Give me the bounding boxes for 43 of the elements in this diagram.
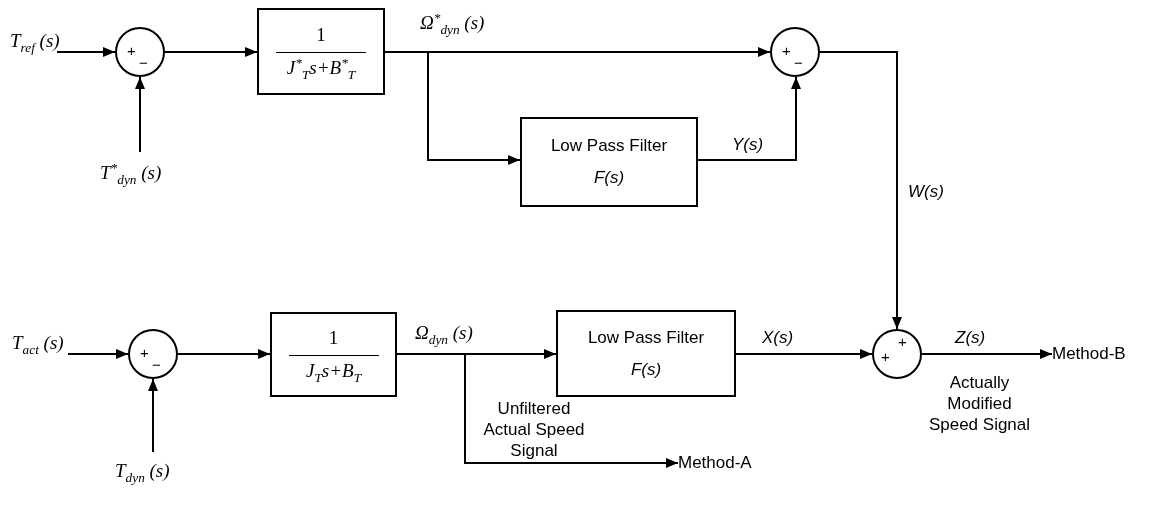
sign-symbol: + <box>898 334 907 349</box>
filter-block <box>556 310 736 397</box>
sign-symbol: − <box>794 55 803 70</box>
output-label: Method-A <box>678 451 768 475</box>
block-title: Low Pass Filter <box>587 327 705 348</box>
summing-junction <box>872 329 922 379</box>
signal-arrow <box>735 349 873 359</box>
sign-symbol: + <box>782 43 791 58</box>
edge-label: Y(s) <box>732 135 764 155</box>
sign-symbol: − <box>152 357 161 372</box>
signal-arrow <box>384 51 521 165</box>
transfer-function-block <box>270 312 397 397</box>
signal-label: T$_{act}$ (s) <box>12 324 102 354</box>
filter-block <box>520 117 698 207</box>
signal-arrow <box>148 378 158 453</box>
transfer-function-block <box>257 8 385 95</box>
summing-junction <box>128 329 178 379</box>
summing-junction <box>770 27 820 77</box>
sign-symbol: + <box>881 349 890 364</box>
numerator: 1 <box>316 23 326 46</box>
denominator: J$_{T}$s+B$_{T}$ <box>305 360 362 383</box>
signal-arrow <box>921 349 1053 359</box>
signal-arrow <box>135 76 145 153</box>
numerator: 1 <box>328 326 339 349</box>
summing-junction <box>115 27 165 77</box>
transfer-function: F(s) <box>630 359 662 380</box>
signal-arrow <box>164 47 258 57</box>
signal-note: Actually Modified Speed Signal <box>927 372 1032 435</box>
signal-arrow <box>67 349 129 359</box>
signal-arrow <box>177 349 271 359</box>
sign-symbol: − <box>139 55 148 70</box>
signal-arrow <box>697 76 801 161</box>
output-label: Method-B <box>1052 342 1152 366</box>
edge-label: Unfiltered Actual Speed Signal <box>482 398 586 461</box>
edge-label: W(s) <box>908 182 944 202</box>
sign-symbol: + <box>127 43 136 58</box>
edge-label: Z(s) <box>955 328 986 348</box>
signal-arrow <box>819 51 902 330</box>
edge-label: X(s) <box>762 328 794 348</box>
sign-symbol: + <box>140 345 149 360</box>
transfer-function: F(s) <box>593 168 625 188</box>
signal-arrow <box>56 47 116 57</box>
block-title: Low Pass Filter <box>550 136 668 156</box>
